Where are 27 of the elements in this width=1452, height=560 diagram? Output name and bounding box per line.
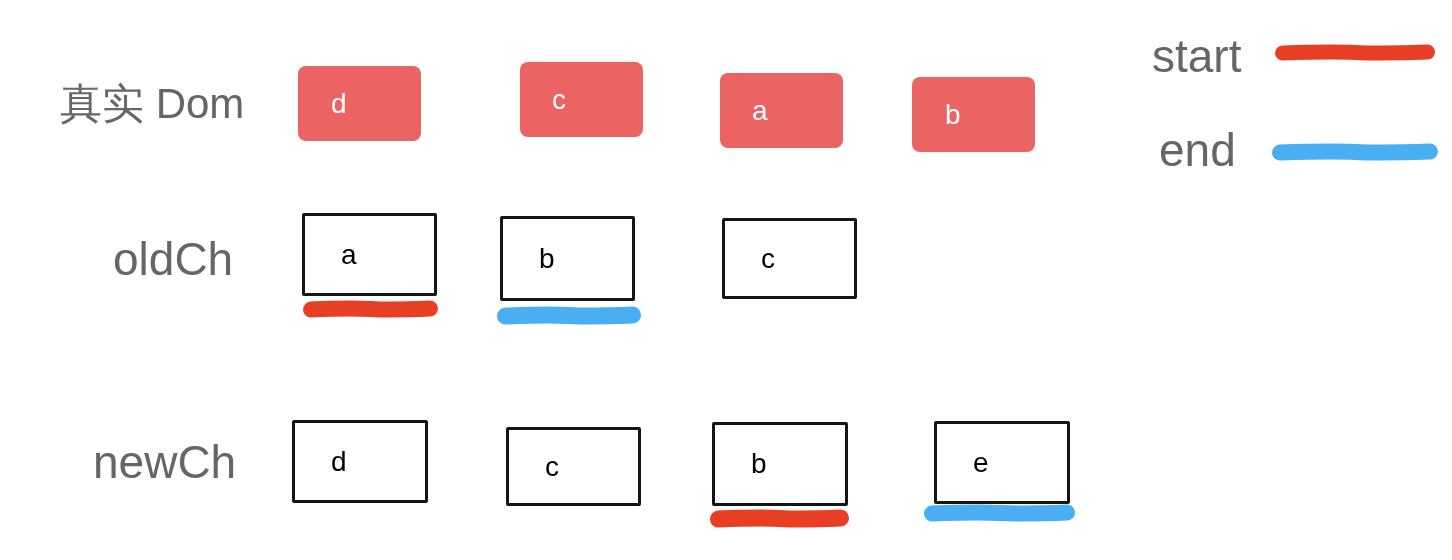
node-letter: a bbox=[341, 238, 357, 271]
node-letter: b bbox=[751, 448, 767, 480]
vnode-box bbox=[506, 427, 641, 506]
node-letter: e bbox=[973, 446, 989, 479]
vnode-box bbox=[292, 420, 428, 503]
vnode-box bbox=[302, 213, 437, 296]
node-letter: a bbox=[752, 94, 768, 127]
row-label: newCh bbox=[93, 436, 237, 489]
vnode-box bbox=[500, 216, 635, 301]
row-label: 真实 Dom bbox=[60, 80, 245, 129]
dom-element-box bbox=[520, 62, 643, 137]
dom-element-box bbox=[912, 77, 1035, 152]
legend-label: start bbox=[1152, 30, 1242, 83]
node-letter: c bbox=[545, 450, 559, 483]
vnode-box bbox=[712, 422, 848, 506]
node-letter: c bbox=[761, 242, 775, 275]
node-letter: d bbox=[331, 87, 347, 120]
dom-element-box bbox=[720, 73, 843, 148]
node-letter: c bbox=[552, 83, 566, 116]
row-label: oldCh bbox=[113, 233, 234, 286]
dom-element-box bbox=[298, 66, 421, 141]
node-letter: b bbox=[945, 98, 961, 131]
vnode-box bbox=[722, 218, 857, 299]
vnode-box bbox=[934, 421, 1070, 504]
node-letter: d bbox=[331, 445, 347, 478]
node-letter: b bbox=[539, 242, 555, 275]
legend-label: end bbox=[1159, 124, 1236, 177]
